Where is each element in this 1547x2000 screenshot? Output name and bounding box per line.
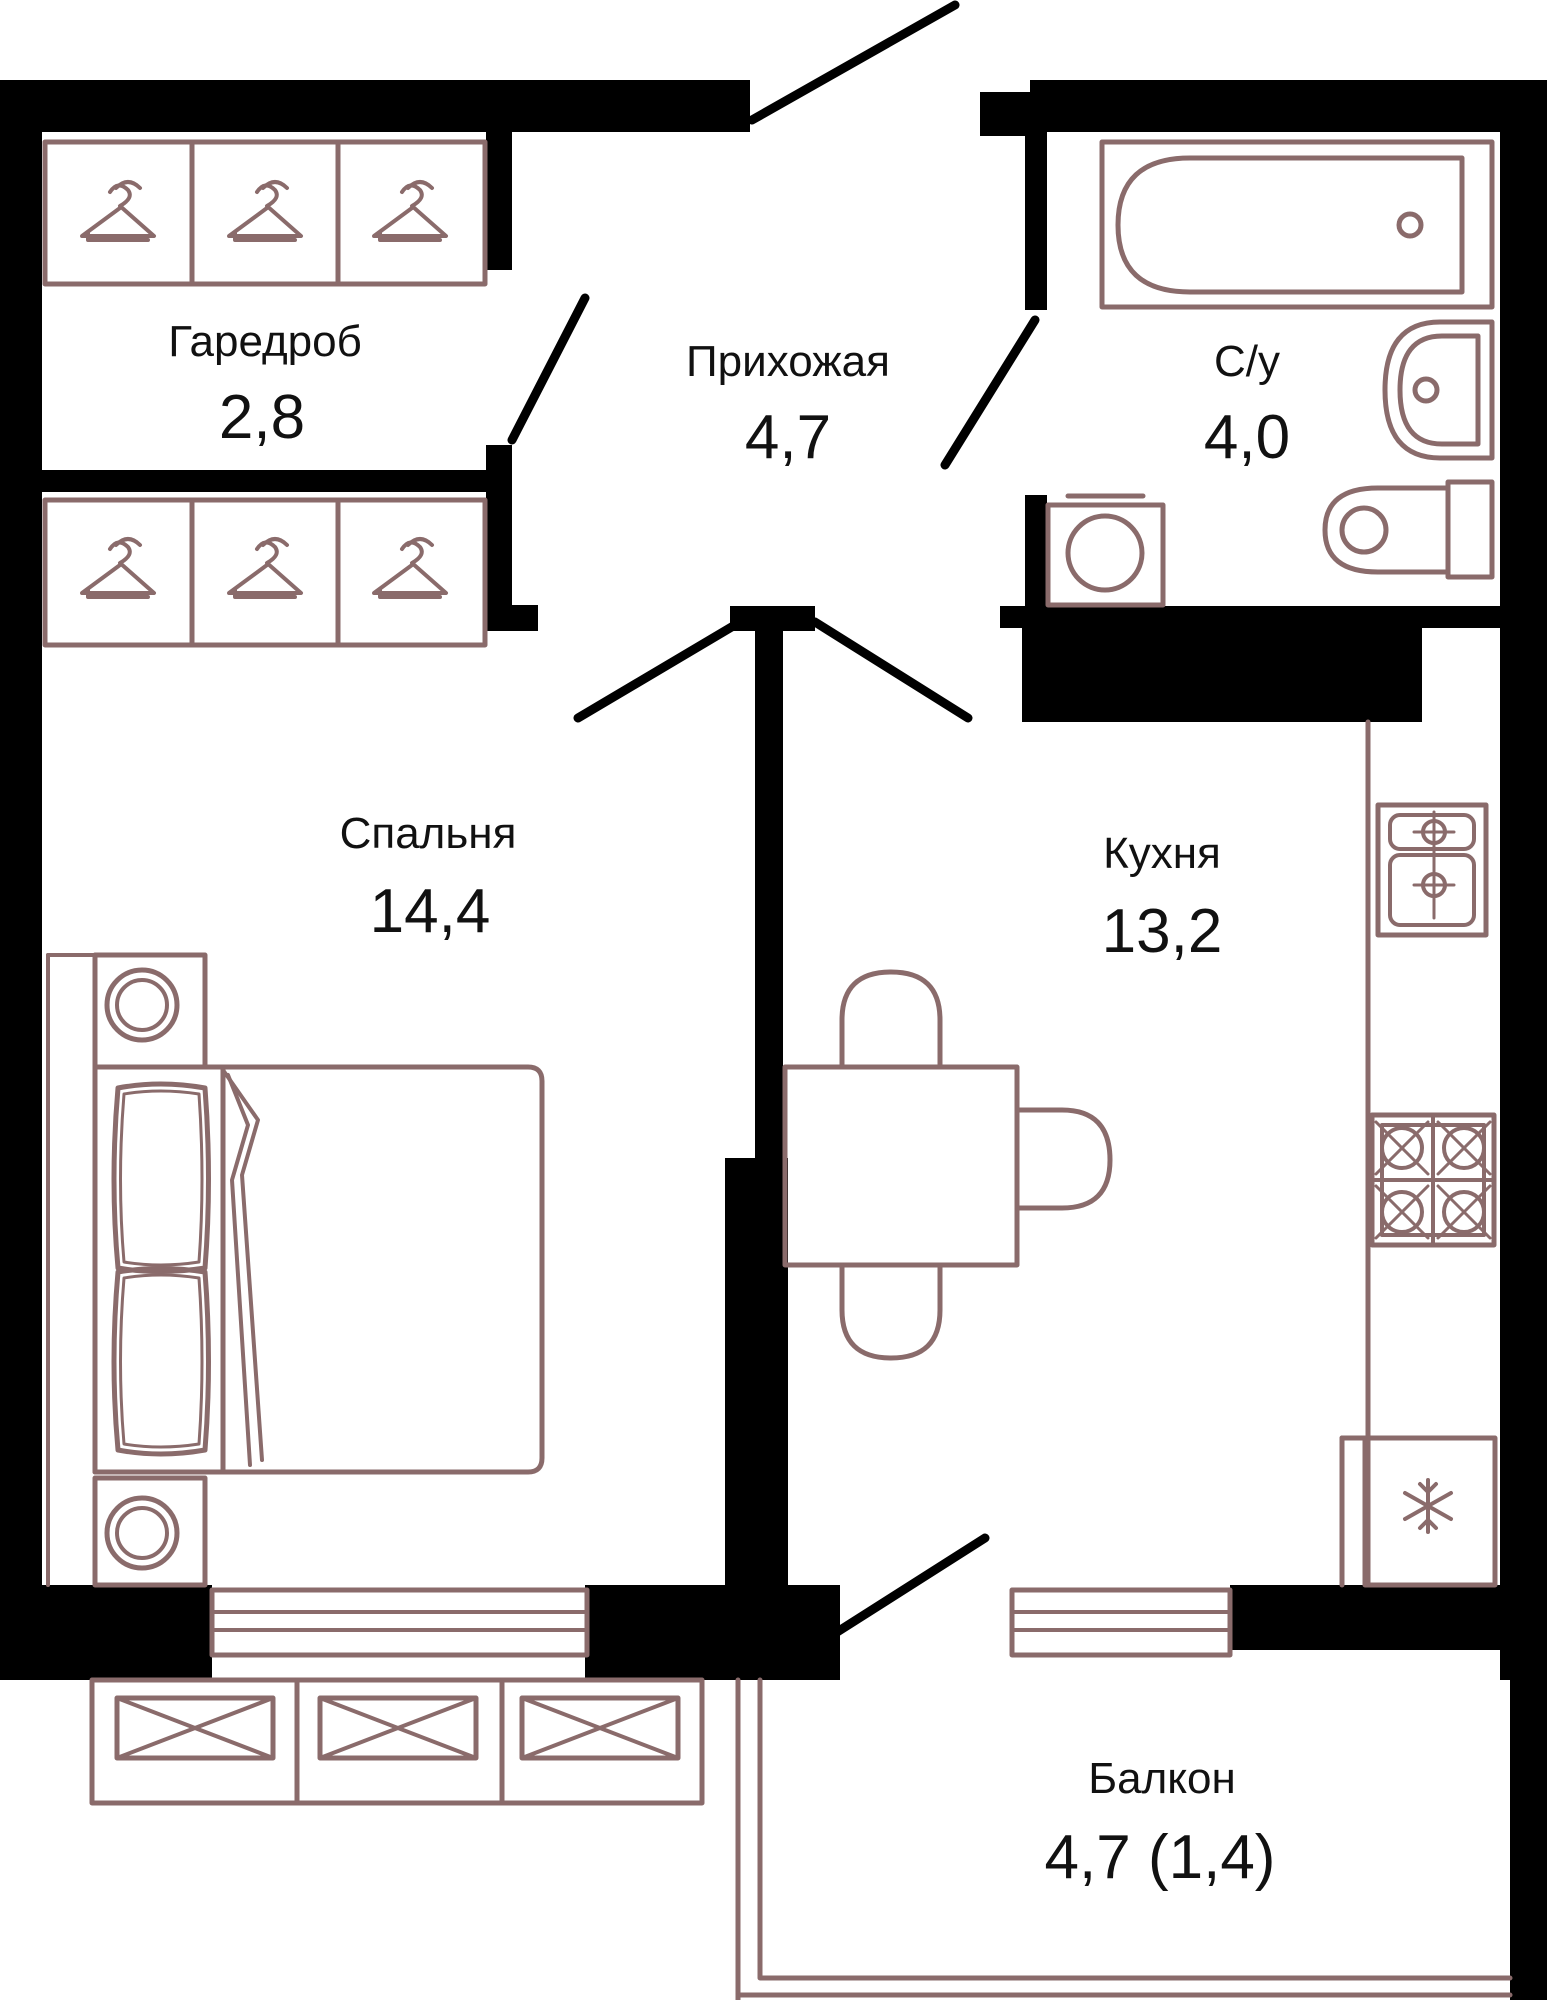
room-hallway: Прихожая 4,7: [686, 337, 890, 472]
room-kitchen: Кухня 13,2: [1102, 829, 1223, 966]
kitchen-furniture: [1365, 719, 1497, 1588]
room-name: Гаредроб: [168, 317, 362, 366]
room-bathroom: С/у 4,0: [1204, 337, 1290, 472]
room-name: Спальня: [340, 809, 517, 858]
room-name: Кухня: [1103, 829, 1221, 878]
room-name: Балкон: [1088, 1754, 1236, 1803]
room-area: 4,7: [745, 403, 831, 472]
room-area: 4,0: [1204, 403, 1290, 472]
room-wardrobe: Гаредроб 2,8: [168, 317, 362, 452]
snowflake-icon: [1403, 1478, 1453, 1534]
bed: [92, 1064, 545, 1475]
bedroom-window: [209, 1587, 590, 1658]
toilet-bowl: [1322, 485, 1451, 575]
doors: [507, 0, 1040, 1653]
dining-set: [782, 969, 1113, 1361]
sink: [1382, 319, 1495, 461]
washing-machine: [1045, 502, 1166, 608]
room-bedroom: Спальня 14,4: [340, 809, 517, 946]
room-area: 14,4: [370, 877, 491, 946]
bedroom-furniture: [46, 952, 590, 1658]
chair-right: [1014, 1107, 1113, 1211]
room-area: 4,7 (1,4): [1045, 1823, 1276, 1892]
room-balcony: Балкон 4,7 (1,4): [1045, 1754, 1276, 1892]
chair-top: [839, 969, 943, 1070]
pillow: [111, 1081, 211, 1274]
bathtub-drain: [1396, 211, 1424, 239]
kitchen-window: [1009, 1587, 1233, 1658]
room-name: С/у: [1214, 337, 1280, 386]
bathtub-inner: [1115, 155, 1465, 295]
fridge: [1339, 1435, 1498, 1588]
dining-table: [782, 1064, 1020, 1268]
room-area: 2,8: [219, 383, 305, 452]
wardrobe-shelving: [42, 139, 488, 648]
balcony: [89, 1677, 1513, 2000]
bathtub: [1099, 139, 1495, 310]
toilet-tank: [1445, 479, 1495, 580]
nightstand-bottom: [92, 1475, 208, 1588]
walls: [0, 80, 1547, 2000]
pillow: [111, 1266, 211, 1457]
kitchen-sink: [1375, 802, 1489, 938]
bathroom-fixtures: [1045, 139, 1495, 608]
room-name: Прихожая: [686, 337, 890, 386]
room-area: 13,2: [1102, 897, 1223, 966]
chair-bottom: [839, 1262, 943, 1361]
